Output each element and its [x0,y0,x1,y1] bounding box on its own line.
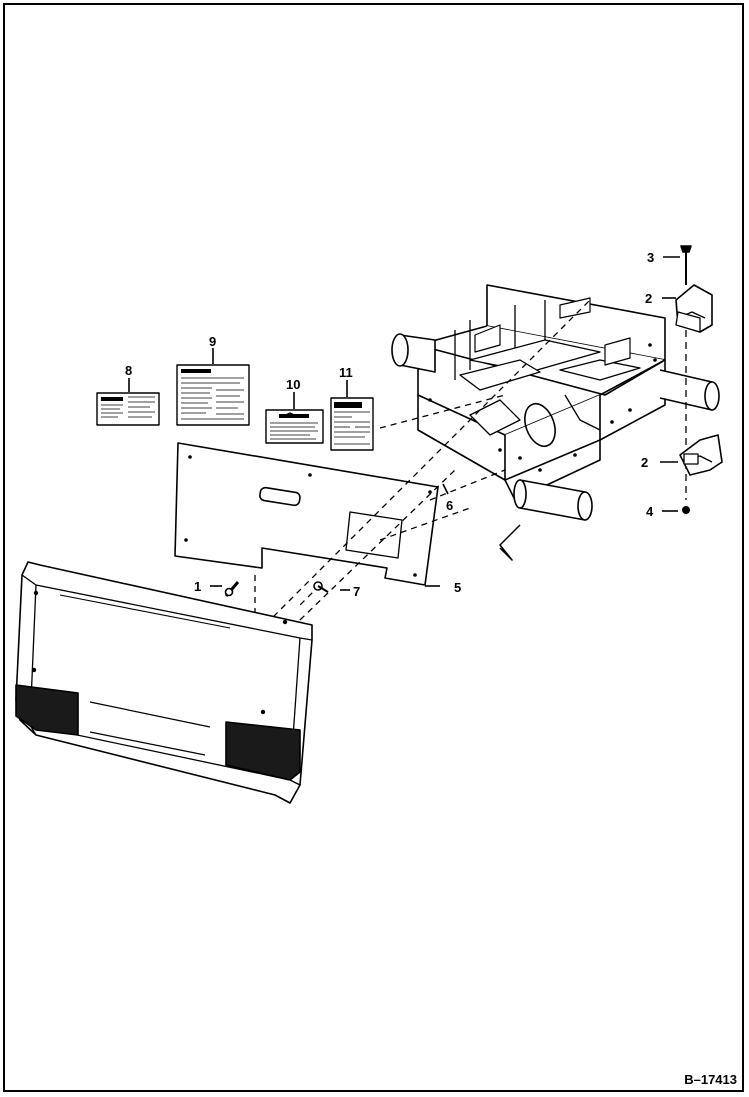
callout-5: 5 [454,580,461,595]
bearing-assembly [675,245,723,514]
front-cover [15,561,313,804]
figure-id: B–17413 [684,1072,737,1087]
decal-11 [330,397,374,451]
callout-1: 1 [194,579,201,594]
callout-6: 6 [446,498,453,513]
callout-10: 10 [286,377,300,392]
callout-11: 11 [339,365,353,380]
hardware [224,581,329,597]
decal-9 [176,364,250,426]
callout-8: 8 [125,363,132,378]
main-frame [417,284,666,501]
front-plate [174,442,439,586]
decal-8 [96,392,160,426]
callout-3: 3 [647,250,654,265]
callout-2-upper: 2 [645,291,652,306]
decal-10 [265,409,324,444]
callout-7: 7 [353,584,360,599]
assembly-lines [159,299,591,761]
callout-9: 9 [209,334,216,349]
callout-2-lower: 2 [641,455,648,470]
callout-4: 4 [646,504,654,519]
leader-lines [128,256,680,591]
drawing-frame [3,3,744,1092]
callouts: 1 2 2 3 4 5 6 7 8 9 10 11 [125,250,654,599]
